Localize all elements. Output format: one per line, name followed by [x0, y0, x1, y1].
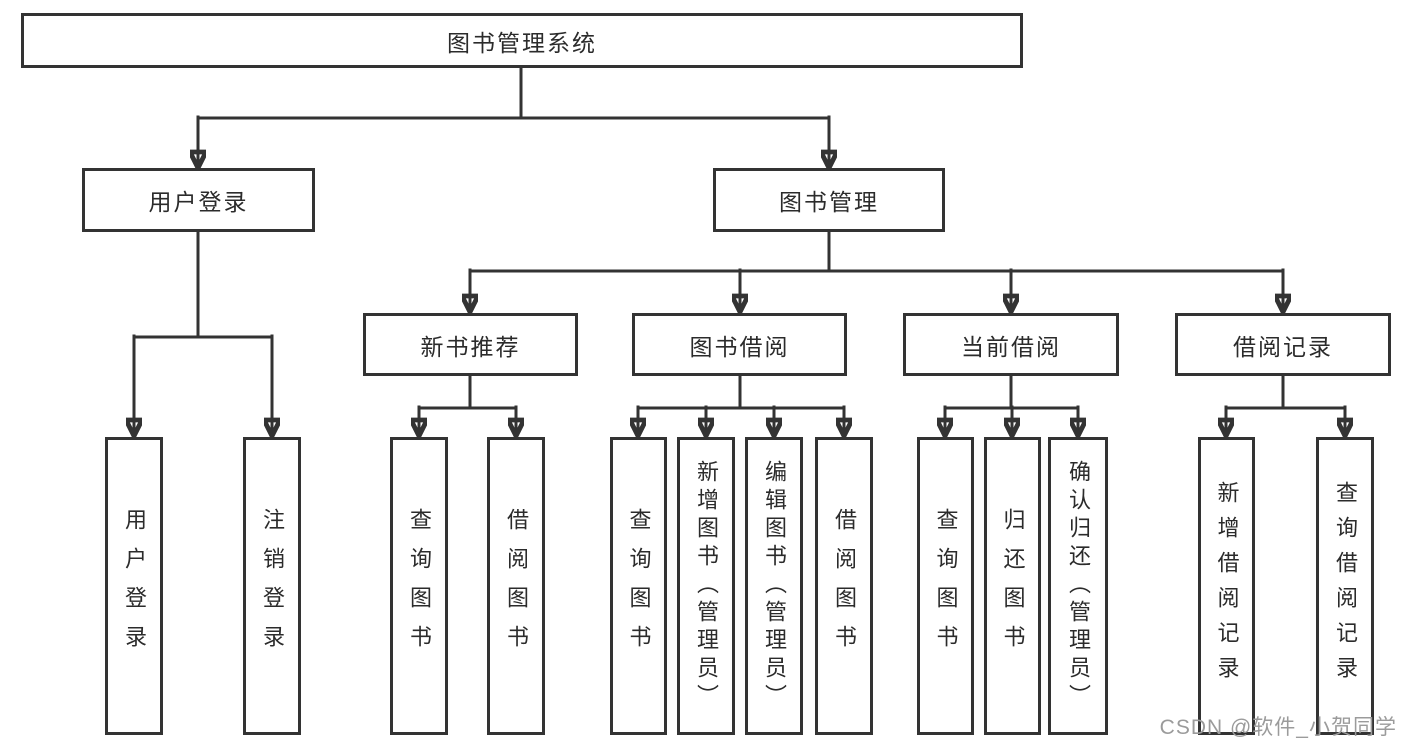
leaf-borrow-add-books-admin: 新增图书（管理员） — [677, 437, 735, 735]
node-borrow-records: 借阅记录 — [1175, 313, 1391, 376]
node-user-login: 用户登录 — [82, 168, 315, 232]
leaf-logout: 注销登录 — [243, 437, 301, 735]
node-root-library-system: 图书管理系统 — [21, 13, 1023, 68]
leaf-recommend-borrow-books: 借阅图书 — [487, 437, 545, 735]
leaf-recommend-query-books: 查询图书 — [390, 437, 448, 735]
leaf-current-query-books: 查询图书 — [917, 437, 974, 735]
node-current-borrow: 当前借阅 — [903, 313, 1119, 376]
edge-trunk-root — [196, 66, 831, 120]
edge-trunk-book-mgmt — [468, 230, 1285, 273]
leaf-current-confirm-return-admin: 确认归还（管理员） — [1048, 437, 1108, 735]
leaf-records-query-record: 查询借阅记录 — [1316, 437, 1374, 735]
leaf-borrow-borrow-books: 借阅图书 — [815, 437, 873, 735]
node-book-management: 图书管理 — [713, 168, 945, 232]
csdn-watermark: CSDN @软件_小贺同学 — [1159, 716, 1397, 739]
leaf-records-add-record: 新增借阅记录 — [1198, 437, 1255, 735]
leaf-borrow-query-books: 查询图书 — [610, 437, 667, 735]
edge-trunk-user-login — [132, 230, 274, 339]
node-new-book-recommend: 新书推荐 — [363, 313, 578, 376]
leaf-current-return-books: 归还图书 — [984, 437, 1041, 735]
edge-trunk-records — [1224, 375, 1347, 410]
edge-trunk-current — [943, 375, 1080, 410]
node-book-borrow: 图书借阅 — [632, 313, 847, 376]
edge-trunk-borrow — [636, 375, 846, 410]
leaf-user-login: 用户登录 — [105, 437, 163, 735]
leaf-borrow-edit-books-admin: 编辑图书（管理员） — [745, 437, 803, 735]
edge-trunk-recommend — [417, 375, 518, 410]
